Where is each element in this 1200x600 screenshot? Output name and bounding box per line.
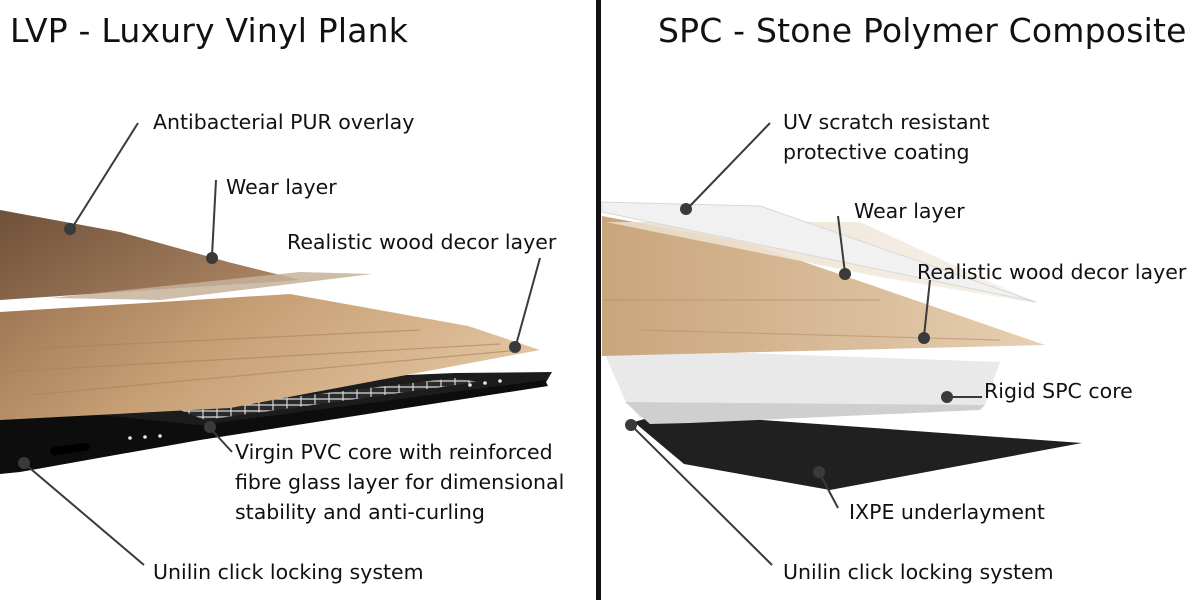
spc-rigid-core <box>602 348 1000 420</box>
lvp-fibreglass-mesh <box>180 378 478 420</box>
spc-decor-layer <box>602 216 1045 356</box>
lvp-click-lock-label: Unilin click locking system <box>153 560 424 584</box>
spc-ixpe-underlayment-label: IXPE underlayment <box>849 500 1045 524</box>
spc-click-lock-label: Unilin click locking system <box>783 560 1054 584</box>
lvp-core-label-line-1: Virgin PVC core with reinforced <box>235 440 553 464</box>
lvp-pur-overlay-label: Antibacterial PUR overlay <box>153 110 415 134</box>
lvp-core-label-line-2: fibre glass layer for dimensional <box>235 470 565 494</box>
lvp-core-label: Virgin PVC core with reinforced fibre gl… <box>235 437 564 527</box>
spc-ixpe-underlayment <box>634 413 1082 490</box>
lvp-title: LVP - Luxury Vinyl Plank <box>10 11 409 50</box>
spc-uv-coating <box>601 201 1037 303</box>
spc-decor-layer-label: Realistic wood decor layer <box>917 260 1187 284</box>
lvp-wear-layer <box>50 272 372 300</box>
spc-plank-illustration <box>601 201 1082 490</box>
leader-lines <box>18 122 982 566</box>
spc-wear-layer-label: Wear layer <box>854 199 965 223</box>
lvp-decor-layer-label: Realistic wood decor layer <box>287 230 557 254</box>
spc-uv-coating-label-line-2: protective coating <box>783 140 970 164</box>
lvp-core-label-line-3: stability and anti-curling <box>235 500 485 524</box>
spc-uv-coating-label-line-1: UV scratch resistant <box>783 110 990 134</box>
lvp-wear-layer-label: Wear layer <box>226 175 337 199</box>
spc-uv-coating-label: UV scratch resistant protective coating <box>783 107 990 167</box>
panel-divider <box>596 0 601 600</box>
spc-core-label: Rigid SPC core <box>984 379 1133 403</box>
lvp-plank-illustration <box>0 210 552 474</box>
lvp-pur-overlay <box>0 210 300 300</box>
spc-title: SPC - Stone Polymer Composite <box>658 11 1187 50</box>
spc-wear-layer <box>606 222 1036 303</box>
